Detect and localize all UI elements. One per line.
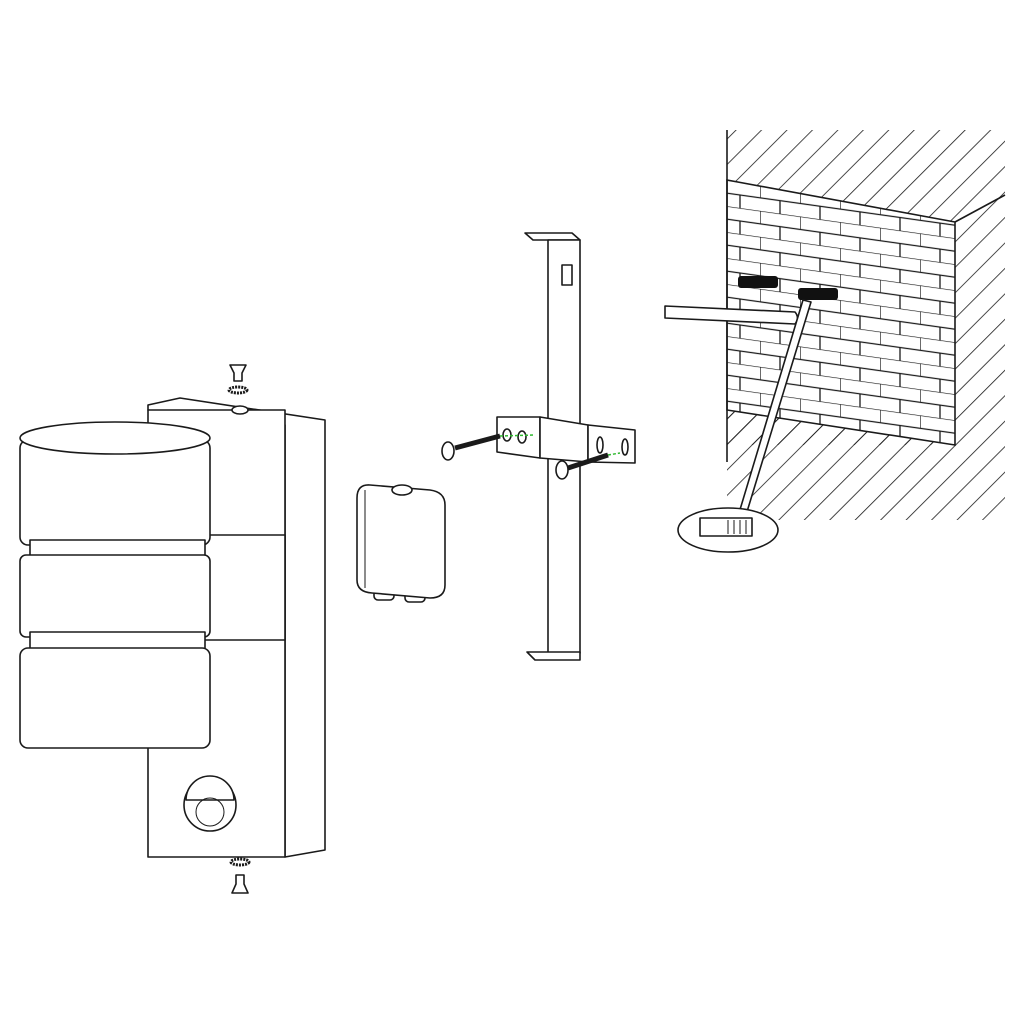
bracket-slot: [561, 264, 573, 286]
lamp-lower-shade: [19, 647, 211, 749]
bracket-screw-right: [555, 452, 621, 480]
wall-corner-line: [954, 194, 1006, 223]
lamp-body: [19, 554, 211, 638]
top-screw: [227, 364, 249, 395]
bracket-bottom-flange: [526, 651, 581, 661]
wall-floor-hatch: [727, 410, 1005, 520]
cable-connector: [677, 299, 812, 553]
wall-dowel-1: [738, 276, 778, 288]
wall-dowel-2: [798, 288, 838, 300]
bracket-screw-left: [441, 433, 536, 461]
motion-sensor: [183, 775, 237, 832]
bracket-plate-middle: [539, 416, 589, 463]
lamp: [19, 397, 326, 858]
mounting-bracket: [441, 232, 636, 661]
bracket-top-flange: [524, 232, 581, 241]
lamp-upper-shade: [19, 439, 211, 546]
brick-wall: [726, 130, 1006, 520]
bottom-screw: [229, 857, 251, 894]
junction-box: [356, 484, 446, 603]
